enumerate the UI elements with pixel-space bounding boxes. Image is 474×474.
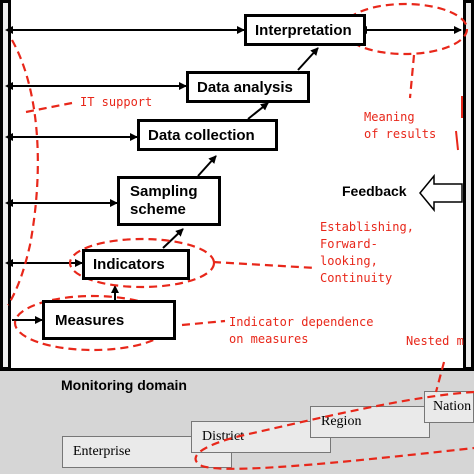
establishing-note-line2: Forward-: [320, 237, 378, 251]
establishing-note: Establishing, Forward- looking, Continui…: [320, 219, 414, 287]
interpretation-label: Interpretation: [255, 21, 352, 39]
level-region: Region: [310, 406, 430, 438]
measures-box: Measures: [42, 300, 176, 340]
interpretation-box: Interpretation: [244, 14, 366, 46]
nested-levels-dashed-ellipse: [194, 390, 474, 470]
dependence-note-line1: Indicator dependence: [229, 315, 374, 329]
level-enterprise-label: Enterprise: [73, 444, 131, 459]
data-analysis-label: Data analysis: [197, 78, 293, 96]
establishing-note-line3: looking,: [320, 254, 378, 268]
data-collection-box: Data collection: [137, 119, 278, 151]
meaning-note: Meaning of results: [364, 109, 436, 143]
indicators-box: Indicators: [82, 249, 190, 280]
nested-leader: [434, 361, 446, 393]
flow-indicators-sampling: [162, 228, 184, 249]
interpretation-dashed-ellipse: [341, 2, 469, 56]
establishing-leader: [212, 260, 317, 270]
establishing-note-line1: Establishing,: [320, 220, 414, 234]
sampling-scheme-box: Sampling scheme: [117, 176, 221, 226]
sampling-label-line1: Sampling: [130, 183, 198, 200]
flow-sampling-collection: [197, 155, 217, 177]
flow-collection-analysis: [247, 102, 269, 120]
level-nation-label: Nation: [433, 399, 472, 414]
level-district: District: [191, 421, 331, 453]
meaning-leader: [408, 54, 416, 99]
it-support-leader: [25, 101, 73, 114]
dependence-note-line2: on measures: [229, 332, 309, 346]
nested-note: Nested m: [406, 334, 464, 348]
it-support-dashed-curve: [7, 39, 39, 306]
meaning-note-line1: Meaning: [364, 110, 415, 124]
dependence-leader: [181, 319, 226, 327]
indicator-dependence-note: Indicator dependence on measures: [229, 314, 374, 348]
monitoring-domain-title: Monitoring domain: [61, 377, 187, 393]
measures-label: Measures: [55, 311, 125, 329]
data-analysis-box: Data analysis: [186, 71, 310, 103]
level-region-label: Region: [321, 414, 362, 429]
meaning-note-line2: of results: [364, 127, 437, 141]
feedback-label: Feedback: [342, 183, 407, 199]
feedback-arrow-icon: [419, 173, 463, 213]
level-enterprise: Enterprise: [62, 436, 232, 468]
flow-analysis-interpretation: [297, 47, 319, 71]
right-edge-note-marks: [455, 96, 463, 151]
sampling-label-line2: scheme: [130, 201, 186, 218]
establishing-note-line4: Continuity: [320, 271, 393, 285]
data-collection-label: Data collection: [148, 126, 255, 144]
indicators-label: Indicators: [93, 256, 165, 273]
it-support-note: IT support: [80, 95, 153, 109]
level-district-label: District: [202, 429, 244, 444]
